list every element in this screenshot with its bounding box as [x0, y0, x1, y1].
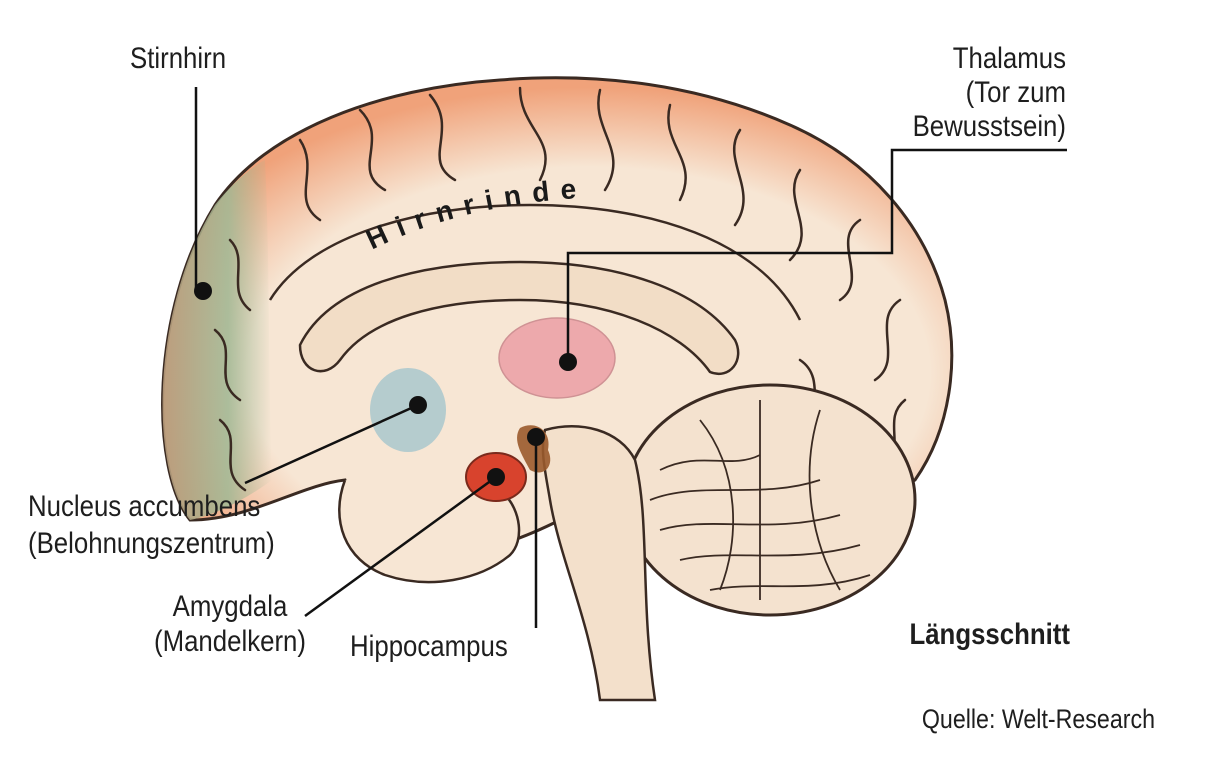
- corpus-callosum: [298, 260, 740, 375]
- label-thalamus: Thalamus: [952, 42, 1066, 75]
- prefrontal-region: [162, 160, 272, 520]
- label-nucleus-accumbens: Nucleus accumbens: [28, 490, 261, 523]
- label-stirnhirn: Stirnhirn: [130, 42, 227, 75]
- brainstem: [541, 425, 657, 702]
- temporal-lobe: [338, 479, 521, 584]
- label-amygdala: Amygdala: [172, 590, 288, 623]
- label-nucleus-accumbens-line2: (Belohnungszentrum): [28, 527, 275, 560]
- label-source: Quelle: Welt-Research: [921, 704, 1155, 734]
- label-thalamus-line3: Bewusstsein): [912, 110, 1066, 143]
- label-hippocampus: Hippocampus: [350, 630, 508, 663]
- label-thalamus-line2: (Tor zum: [965, 76, 1066, 109]
- leader-lines: [194, 87, 1067, 628]
- label-amygdala-line2: (Mandelkern): [153, 625, 306, 658]
- cerebellum: [623, 383, 917, 617]
- label-section: Längsschnitt: [909, 618, 1070, 651]
- marker-dots: [194, 282, 577, 486]
- thalamus-region: [498, 317, 616, 399]
- cerebellum-folia: [649, 400, 871, 600]
